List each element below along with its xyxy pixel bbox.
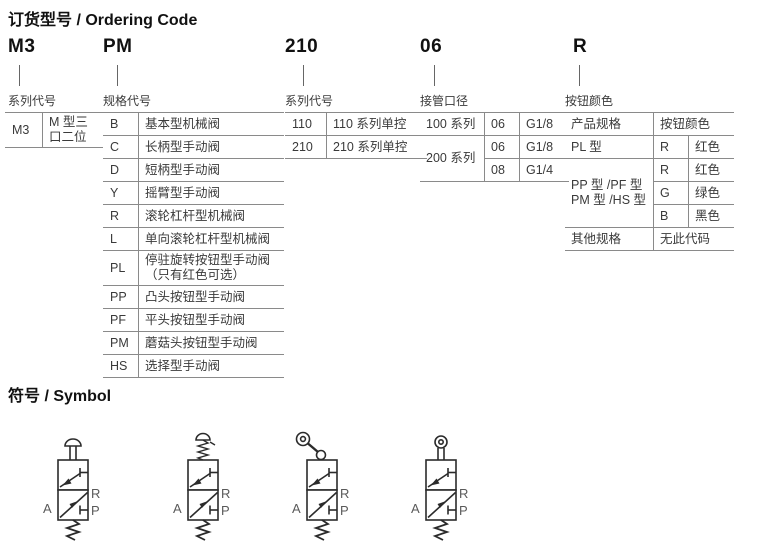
symbol-title: 符号 / Symbol xyxy=(8,388,112,405)
port-p-label: P xyxy=(340,503,349,518)
table-row: G 绿色 xyxy=(565,181,734,205)
segment-code: 06 xyxy=(420,36,443,57)
segment-tick xyxy=(117,65,118,86)
segment-label: 按钮颜色 xyxy=(565,94,614,108)
cell-series-group: 200 系列 xyxy=(420,135,485,182)
table-row: 其他规格 无此代码 xyxy=(565,227,734,251)
segment-tick xyxy=(19,65,20,86)
cell-desc: M 型三 口二位 xyxy=(42,112,103,148)
table-row: PL 停驻旋转按钮型手动阀 （只有红色可选） xyxy=(103,250,284,286)
cell-code: M3 xyxy=(5,112,43,148)
port-r-label: R xyxy=(340,486,349,501)
table-row: PP 型 /PF 型 PM 型 /HS 型 R 红色 xyxy=(565,158,734,228)
ordering-code-title: 订货型号 / Ordering Code xyxy=(8,12,198,29)
segment-tick xyxy=(579,65,580,86)
cell-desc: 停驻旋转按钮型手动阀 （只有红色可选） xyxy=(138,250,284,286)
spring-plunger-valve-icon: A R P xyxy=(173,432,230,541)
segment-code: M3 xyxy=(8,36,36,57)
segment-code: 210 xyxy=(285,36,319,57)
segment-label: 接管口径 xyxy=(420,94,469,108)
button-color-table: 产品规格 按钮颜色 PL 型 R 红色 PP 型 /PF 型 PM 型 /HS … xyxy=(565,112,734,251)
port-r-label: R xyxy=(459,486,468,501)
table-row: M3 M 型三 口二位 xyxy=(5,112,103,148)
segment-code: PM xyxy=(103,36,133,57)
roller-lever-valve-icon: A R P xyxy=(292,431,349,541)
segment-tick xyxy=(434,65,435,86)
port-r-label: R xyxy=(91,486,100,501)
segment-label: 规格代号 xyxy=(103,94,152,108)
port-p-label: P xyxy=(459,503,468,518)
segment-code: R xyxy=(573,36,588,57)
port-r-label: R xyxy=(221,486,230,501)
segment-port-size: 06 接管口径 100 系列 06 G1/8 200 系列 06 G1/8 08… xyxy=(420,36,569,182)
port-a-label: A xyxy=(411,501,420,516)
symbol-diagrams: A R P A xyxy=(0,430,763,553)
port-p-label: P xyxy=(91,503,100,518)
port-a-label: A xyxy=(173,501,182,516)
table-row: 08 G1/4 xyxy=(420,158,569,182)
cell-spec-group: PP 型 /PF 型 PM 型 /HS 型 xyxy=(565,158,654,228)
port-a-label: A xyxy=(292,501,301,516)
table-row: PL 型 R 红色 xyxy=(565,135,734,159)
table-row: 200 系列 06 G1/8 xyxy=(420,135,569,182)
port-a-label: A xyxy=(43,501,52,516)
plunger-valve-icon: A R P xyxy=(43,438,100,541)
roller-plunger-valve-icon: A R P xyxy=(411,435,468,541)
port-p-label: P xyxy=(221,503,230,518)
segment-button-color: R 按钮颜色 产品规格 按钮颜色 PL 型 R 红色 PP 型 /PF 型 PM… xyxy=(565,36,734,251)
segment-tick xyxy=(303,65,304,86)
table-row: 100 系列 06 G1/8 xyxy=(420,112,569,136)
segment-label: 系列代号 xyxy=(8,94,57,108)
table-row: B 黑色 xyxy=(565,204,734,228)
segment-label: 系列代号 xyxy=(285,94,334,108)
port-size-table: 100 系列 06 G1/8 200 系列 06 G1/8 08 G1/4 xyxy=(420,112,569,182)
table-row: 产品规格 按钮颜色 xyxy=(565,112,734,136)
segment-series: M3 系列代号 M3 M 型三 口二位 xyxy=(5,36,103,148)
series-code-table: M3 M 型三 口二位 xyxy=(5,112,103,148)
